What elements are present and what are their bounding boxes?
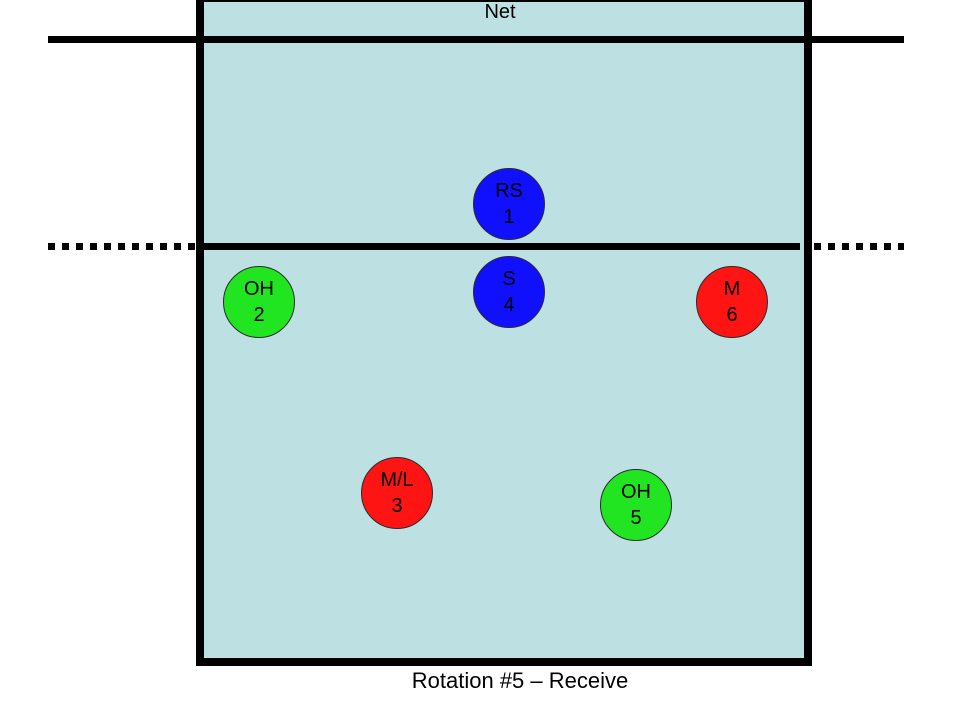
rotation-caption: Rotation #5 – Receive [411, 668, 629, 693]
player-m-6[interactable]: M 6 [696, 266, 768, 338]
player-number: 5 [630, 507, 642, 529]
net-label: Net [484, 1, 516, 23]
player-role: OH [244, 278, 274, 300]
player-role: M/L [380, 469, 414, 491]
attack-line [48, 243, 904, 250]
player-oh-5[interactable]: OH 5 [600, 469, 672, 541]
volleyball-court [196, 0, 812, 666]
player-oh-2[interactable]: OH 2 [223, 266, 295, 338]
player-number: 4 [503, 294, 515, 316]
player-ml-3[interactable]: M/L 3 [361, 457, 433, 529]
player-s-4[interactable]: S 4 [473, 256, 545, 328]
player-number: 6 [726, 304, 738, 326]
player-role: M [723, 278, 741, 300]
player-role: RS [495, 180, 523, 202]
net-line [48, 36, 904, 43]
player-number: 1 [503, 206, 515, 228]
player-number: 2 [253, 304, 265, 326]
player-rs-1[interactable]: RS 1 [473, 168, 545, 240]
player-role: OH [621, 481, 651, 503]
player-role: S [502, 268, 516, 290]
player-number: 3 [391, 495, 403, 517]
